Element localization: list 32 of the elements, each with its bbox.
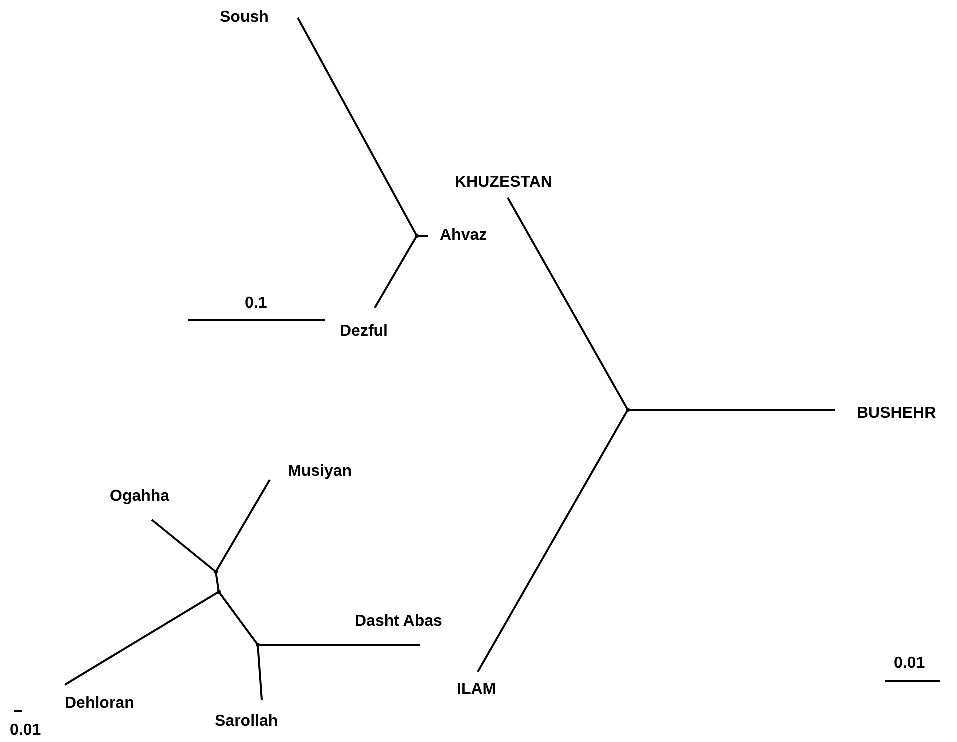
taxon-label: Dasht Abas xyxy=(355,612,442,632)
taxon-label: Dehloran xyxy=(65,694,134,714)
branch-junction xyxy=(217,590,221,594)
tree-branch xyxy=(215,572,220,592)
taxon-label: Sarollah xyxy=(215,712,278,732)
taxon-label: Soush xyxy=(220,8,269,28)
tree-branch xyxy=(297,18,418,236)
tree-branch xyxy=(507,198,629,410)
tree-branch xyxy=(258,644,420,646)
tree-branch xyxy=(417,235,428,237)
tree-branch xyxy=(215,480,271,572)
branch-junction xyxy=(626,408,630,412)
tree-branch xyxy=(218,591,259,646)
branch-junction xyxy=(214,570,218,574)
tree-branch xyxy=(257,644,263,700)
taxon-label: Ahvaz xyxy=(440,226,488,246)
tree-branch xyxy=(628,409,835,411)
branch-junction xyxy=(415,234,419,238)
scale-label: 0.1 xyxy=(245,294,268,314)
tree-branch xyxy=(151,519,217,573)
branch-junction xyxy=(256,643,260,647)
taxon-label: Ogahha xyxy=(110,487,170,507)
tree-branch xyxy=(374,236,418,308)
taxon-label: KHUZESTAN xyxy=(455,173,552,193)
tree-branch xyxy=(477,410,629,672)
taxon-label: Musiyan xyxy=(288,462,352,482)
taxon-label: Dezful xyxy=(340,322,388,342)
tree-branch xyxy=(64,591,220,686)
scale-label: 0.01 xyxy=(894,654,926,674)
taxon-label: BUSHEHR xyxy=(857,404,936,424)
taxon-label: ILAM xyxy=(457,680,496,700)
scale-label: 0.01 xyxy=(10,721,42,741)
